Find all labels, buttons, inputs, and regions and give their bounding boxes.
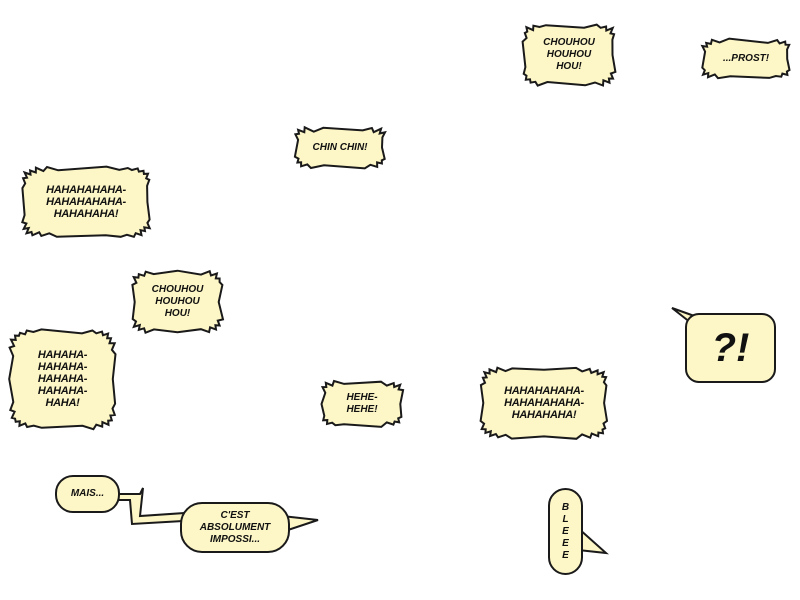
bubble-text: C'EST ABSOLUMENT IMPOSSI... (199, 509, 271, 545)
bubble-text: CHOUHOU HOUHOU HOU! (151, 284, 204, 319)
jagged-outline (700, 37, 791, 80)
bubble-text: MAIS... (70, 488, 105, 499)
bubble-text: B L E E E (561, 501, 570, 561)
bubble-haha-right: HAHAHAHAHA- HAHAHAHAHA- HAHAHAHA! (479, 366, 609, 440)
bubble-interrobang: ?! (685, 313, 776, 383)
bubble-text: CHIN CHIN! (312, 141, 368, 153)
bubble-text: HEHE- HEHE! (346, 392, 378, 415)
bubble-haha-left: HAHAHAHAHA- HAHAHAHAHA- HAHAHAHA! (21, 165, 152, 238)
bubble-mais: MAIS... (55, 475, 120, 513)
bubble-haha-tall: HAHAHA- HAHAHA- HAHAHA- HAHAHA- HAHA! (8, 328, 117, 431)
bubble-text: ...PROST! (722, 53, 770, 64)
bubble-text: HAHAHAHAHA- HAHAHAHAHA- HAHAHAHA! (46, 184, 126, 220)
jagged-outline (131, 269, 225, 335)
jagged-outline (479, 366, 609, 440)
jagged-outline (521, 23, 617, 87)
bubble-chouhou-top: CHOUHOU HOUHOU HOU! (521, 23, 617, 87)
bubble-text: CHOUHOU HOUHOU HOU! (543, 37, 595, 72)
jagged-outline (8, 328, 117, 431)
bubble-text: HAHAHAHAHA- HAHAHAHAHA- HAHAHAHA! (504, 385, 584, 421)
jagged-outline (21, 165, 152, 238)
bubble-impossible: C'EST ABSOLUMENT IMPOSSI... (180, 502, 290, 553)
bubble-hehe: HEHE- HEHE! (320, 379, 405, 428)
bubble-prost: ...PROST! (700, 37, 791, 80)
bubble-bleee: B L E E E (548, 488, 583, 575)
bubble-chouhou-mid: CHOUHOU HOUHOU HOU! (131, 269, 225, 335)
bubble-chin-chin: CHIN CHIN! (293, 125, 387, 170)
bubble-text: ?! (711, 326, 750, 370)
jagged-outline (320, 379, 405, 428)
jagged-outline (293, 125, 387, 170)
bubble-text: HAHAHA- HAHAHA- HAHAHA- HAHAHA- HAHA! (37, 349, 88, 409)
